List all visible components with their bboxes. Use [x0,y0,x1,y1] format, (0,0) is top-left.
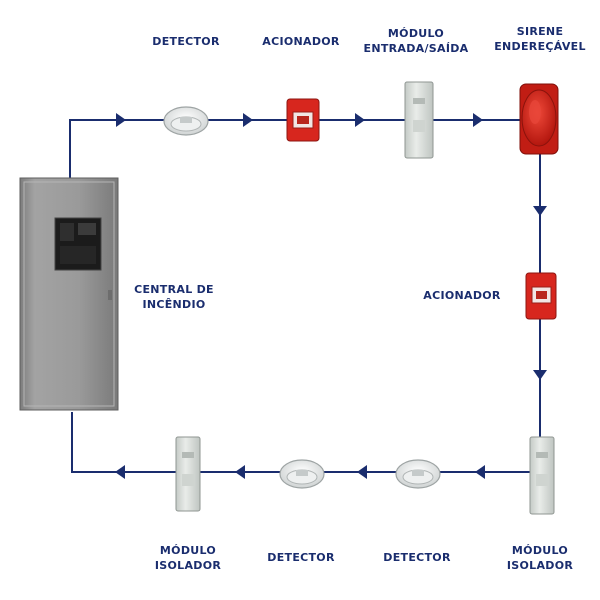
isolator-module-left-icon [175,436,201,512]
arrow-right-1 [116,113,126,127]
manual-call-point-right-icon [525,272,557,320]
label-detector-bottom-left: DETECTOR [262,550,340,565]
label-acionador-right: ACIONADOR [420,288,504,303]
siren-icon [519,83,559,155]
label-detector-bottom-right: DETECTOR [378,550,456,565]
label-central-de-incendio: CENTRAL DE INCÊNDIO [128,282,220,312]
smoke-detector-bottom-left-icon [279,459,325,489]
wire-bottom [71,412,540,473]
label-text: INCÊNDIO [142,298,206,311]
manual-call-point-top-icon [286,98,320,142]
label-sirene-enderecavel: SIRENE ENDEREÇÁVEL [490,24,590,54]
arrow-left-3 [235,465,245,479]
smoke-detector-bottom-right-icon [395,459,441,489]
isolator-module-right-icon [529,436,555,515]
label-text: SIRENE [516,25,564,38]
arrow-left-2 [357,465,367,479]
arrow-left-1 [475,465,485,479]
label-text: MÓDULO [159,544,217,557]
flow-arrows [115,113,547,479]
arrow-right-2 [243,113,253,127]
label-text: MÓDULO [511,544,569,557]
label-text: ACIONADOR [262,35,340,48]
label-text: ISOLADOR [154,559,222,572]
label-text: CENTRAL DE [134,283,214,296]
label-text: ISOLADOR [506,559,574,572]
io-module-icon [404,81,434,159]
label-modulo-isolador-right: MÓDULO ISOLADOR [497,543,583,573]
label-text: ENDEREÇÁVEL [494,40,586,53]
arrow-right-3 [355,113,365,127]
label-text: DETECTOR [383,551,451,564]
label-detector-top: DETECTOR [150,34,222,49]
label-text: MÓDULO [387,27,445,40]
label-acionador-top: ACIONADOR [258,34,344,49]
label-text: ACIONADOR [423,289,501,302]
smoke-detector-top-icon [163,106,209,136]
fire-alarm-panel-icon [19,177,119,411]
label-modulo-isolador-left: MÓDULO ISOLADOR [145,543,231,573]
label-text: ENTRADA/SAÍDA [363,42,469,55]
label-text: DETECTOR [267,551,335,564]
label-modulo-entrada-saida: MÓDULO ENTRADA/SAÍDA [358,26,474,56]
label-text: DETECTOR [152,35,220,48]
arrow-down-2 [533,370,547,380]
arrow-down-1 [533,206,547,216]
arrow-left-4 [115,465,125,479]
arrow-right-4 [473,113,483,127]
